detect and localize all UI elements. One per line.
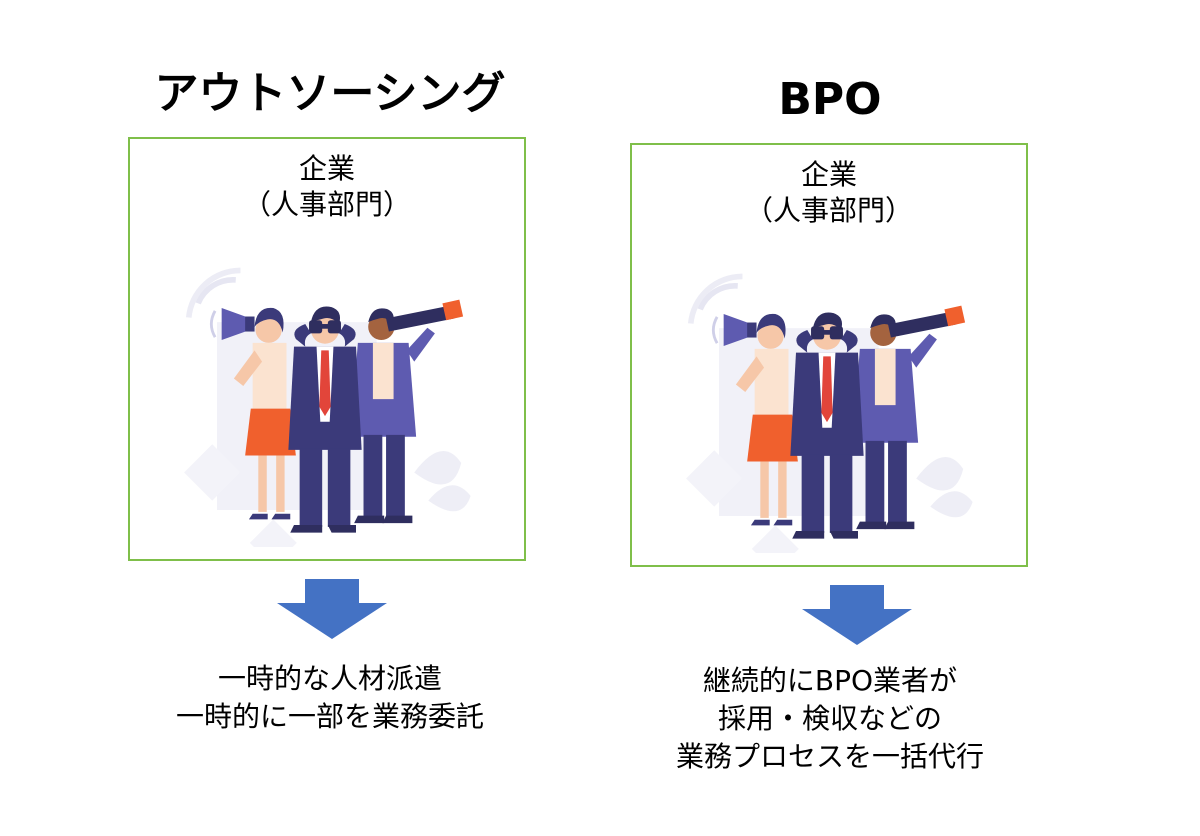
description-line: 一時的に一部を業務委託 (175, 700, 484, 733)
description-line: 業務プロセスを一括代行 (675, 740, 984, 773)
department-label: （人事部門） (744, 194, 913, 227)
bpo-title: BPO (778, 74, 882, 125)
company-label: 企業 (298, 152, 355, 185)
description-line: 一時的な人材派遣 (217, 662, 442, 695)
team-illustration (170, 257, 480, 547)
panel-heading: 企業 （人事部門） (632, 157, 1026, 229)
team-illustration (672, 263, 982, 553)
department-label: （人事部門） (242, 188, 411, 221)
panel-heading: 企業 （人事部門） (130, 151, 524, 223)
bpo-company-panel: 企業 （人事部門） (630, 143, 1028, 567)
bpo-description: 継続的にBPO業者が 採用・検収などの 業務プロセスを一括代行 (630, 662, 1030, 776)
company-label: 企業 (800, 158, 857, 191)
outsourcing-company-panel: 企業 （人事部門） (128, 137, 526, 561)
outsourcing-title: アウトソーシング (154, 68, 506, 119)
down-arrow-icon (277, 579, 387, 639)
description-line: 採用・検収などの (717, 702, 942, 735)
description-line: 継続的にBPO業者が (702, 664, 958, 697)
outsourcing-description: 一時的な人材派遣 一時的に一部を業務委託 (130, 660, 530, 736)
down-arrow-icon (802, 585, 912, 645)
